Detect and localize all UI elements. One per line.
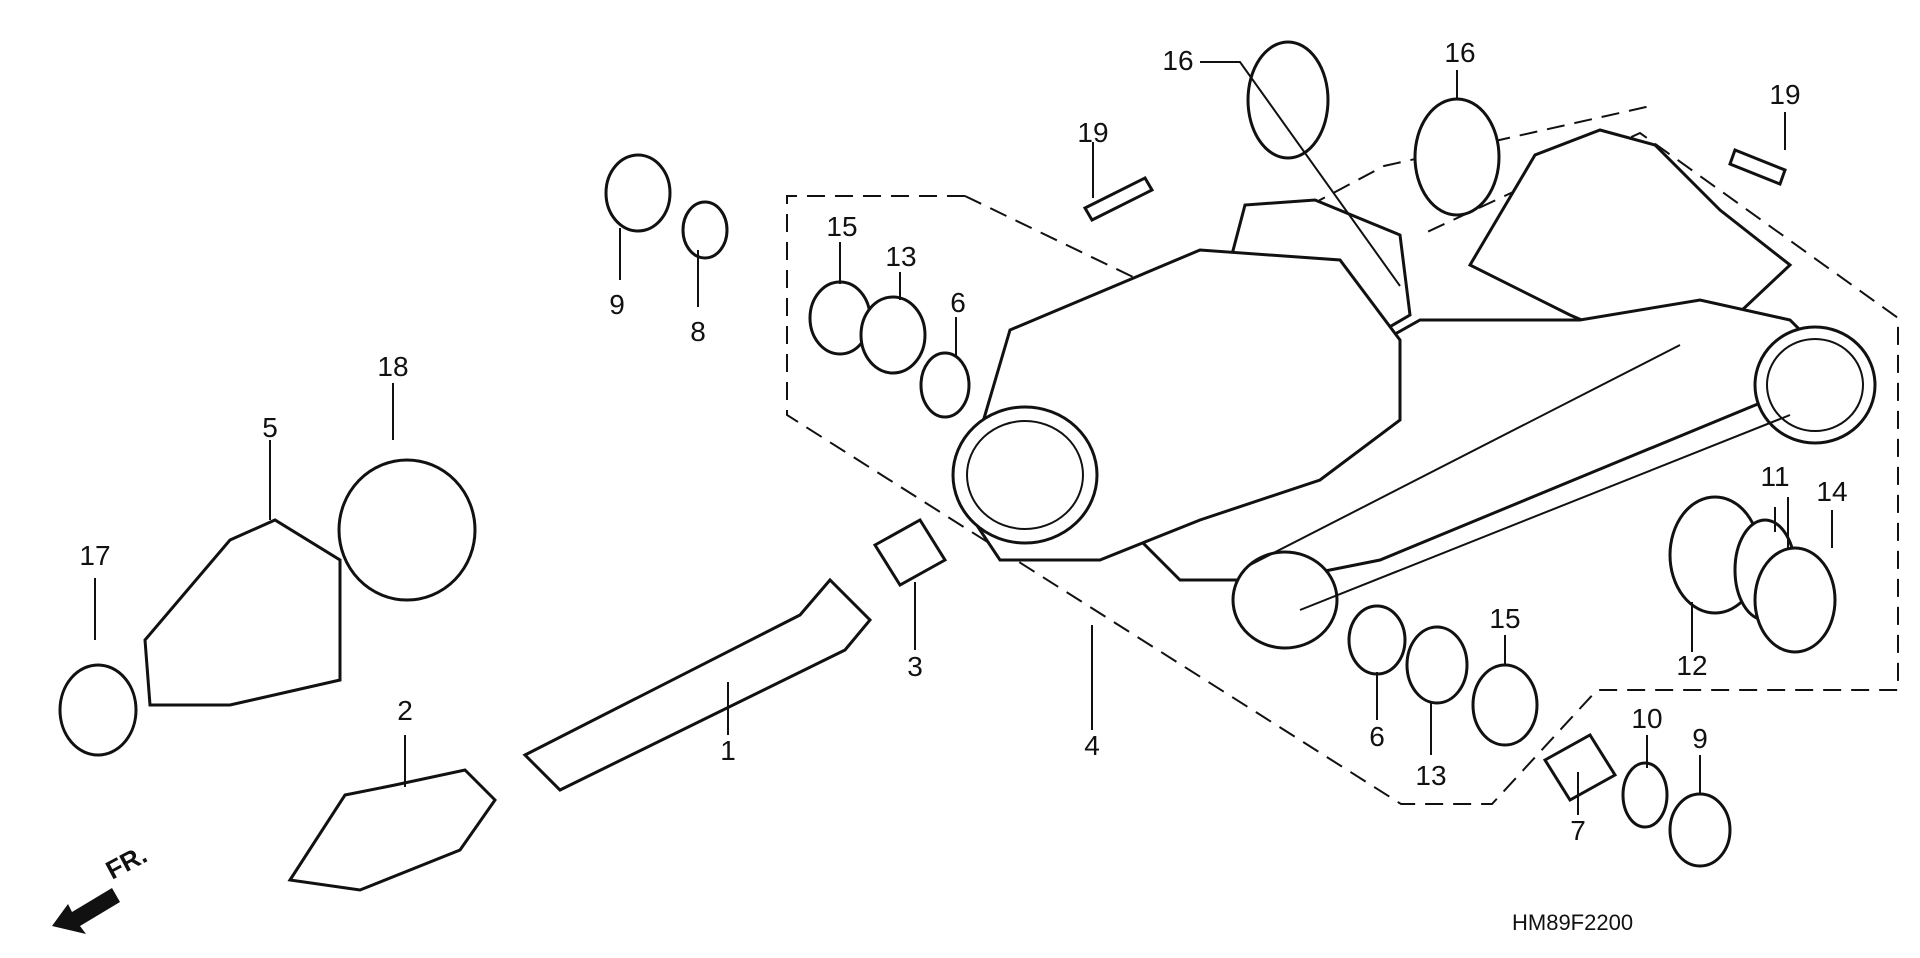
callout-18: 18 (377, 351, 408, 382)
callout-8: 8 (690, 316, 706, 347)
leader-lines (94, 61, 1833, 815)
collar-10 (1621, 761, 1669, 829)
callout-7: 7 (1570, 815, 1586, 846)
callout-15-top: 15 (826, 211, 857, 242)
callout-4: 4 (1084, 730, 1100, 761)
oil-seal-14 (1753, 546, 1837, 654)
callout-19-right: 19 (1769, 79, 1800, 110)
assembly-boundary-left (786, 131, 1899, 805)
front-direction-arrow-icon (52, 888, 120, 934)
collar-6-bottom (1347, 604, 1407, 676)
collar-6-top (919, 351, 971, 419)
clamp-band-18 (337, 458, 477, 602)
propeller-shaft-1 (522, 577, 873, 792)
universal-joint-2 (287, 768, 497, 892)
callout-17: 17 (79, 540, 110, 571)
callout-10: 10 (1631, 703, 1662, 734)
callout-labels: 16 16 19 19 9 8 15 13 6 11 14 18 5 17 12… (79, 37, 1847, 846)
boot-7 (1542, 732, 1618, 803)
diagram-code: HM89F2200 (1512, 910, 1633, 935)
flange-bolt-19-right (1728, 148, 1787, 186)
callout-5: 5 (262, 412, 278, 443)
callout-2: 2 (397, 695, 413, 726)
lock-nut-9-bottom (1668, 792, 1732, 868)
front-label: FR. (101, 839, 152, 885)
bearing-13-bottom (1405, 625, 1469, 705)
o-ring-16-left (1246, 40, 1330, 160)
lock-nut-9-top (604, 153, 672, 233)
callout-3: 3 (907, 651, 923, 682)
clamp-band-17 (58, 663, 138, 757)
callout-9-bottom: 9 (1692, 723, 1708, 754)
callout-6-top: 6 (950, 287, 966, 318)
callout-11: 11 (1760, 461, 1789, 492)
callout-16-left: 16 (1162, 45, 1193, 76)
callout-6-bottom: 6 (1369, 721, 1385, 752)
callout-14: 14 (1816, 476, 1847, 507)
callout-19-left: 19 (1077, 117, 1108, 148)
callout-15-bottom: 15 (1489, 603, 1520, 634)
bearing-13-top (859, 295, 927, 375)
callout-12: 12 (1676, 650, 1707, 681)
flange-bolt-19-left (1082, 176, 1155, 222)
callout-1: 1 (720, 735, 736, 766)
spring-3 (872, 517, 948, 588)
callout-9-top: 9 (609, 289, 625, 320)
callout-13-top: 13 (885, 241, 916, 272)
plug-8 (681, 200, 729, 260)
o-ring-16-right (1413, 97, 1501, 217)
swingarm (951, 128, 1877, 650)
callout-13-bottom: 13 (1415, 760, 1446, 791)
boot-5 (143, 518, 342, 707)
oil-seal-15-bottom (1471, 663, 1539, 747)
callout-16-right: 16 (1444, 37, 1475, 68)
